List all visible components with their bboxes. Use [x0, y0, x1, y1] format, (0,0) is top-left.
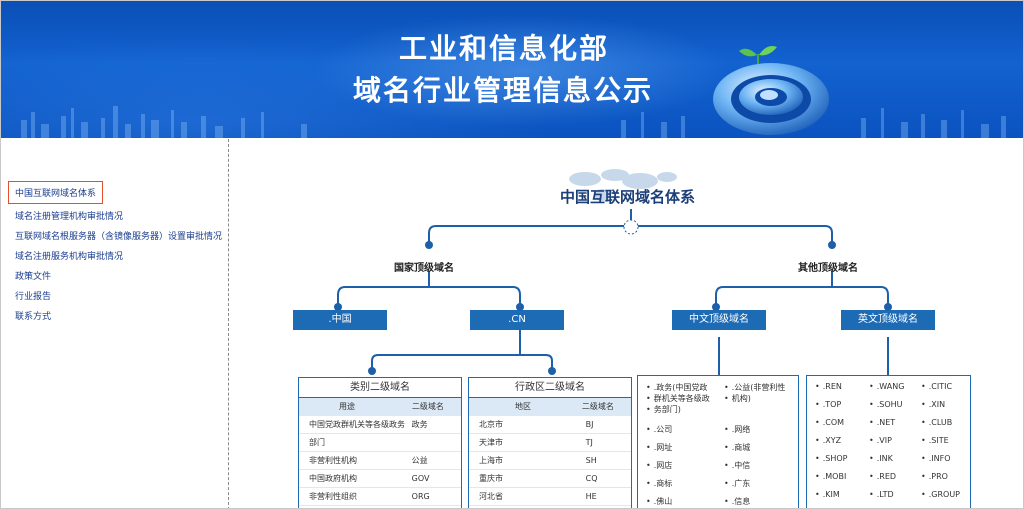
list-item: .SOHU [869, 400, 903, 409]
cn-chinese-tld-box: .中国 [293, 310, 387, 330]
cn-tld-box: .CN [470, 310, 564, 330]
header-banner: 工业和信息化部 域名行业管理信息公示 [1, 1, 1023, 138]
list-item: .INFO [921, 454, 951, 463]
column-header-region: 地区 [515, 402, 531, 411]
list-item: .NET [869, 418, 895, 427]
national-tld-label: 国家顶级域名 [394, 263, 454, 274]
list-item: .KIM [815, 490, 840, 499]
domain-tree-connectors [334, 169, 892, 375]
list-item: .中信 [724, 460, 751, 471]
sidebar-item-contact[interactable]: 联系方式 [15, 312, 52, 322]
chinese-tld-list: .政务(中国党政 群机关等各级政 务部门) .公司 .网址 .网店 .商标 .佛… [637, 375, 799, 508]
sidebar-item-policy-documents[interactable]: 政策文件 [15, 272, 52, 282]
list-item: .公司 [646, 424, 673, 435]
list-item: .TOP [815, 400, 842, 409]
list-item: .网店 [646, 460, 673, 471]
list-item: .VIP [869, 436, 892, 445]
world-map-decoration [569, 169, 677, 201]
banner-glow [1, 1, 1023, 138]
list-item: .网络 [724, 424, 751, 435]
list-item-continuation: 群机关等各级政 [646, 393, 710, 404]
sidebar-item-domain-system[interactable]: 中国互联网域名体系 [8, 181, 104, 204]
column-header-domain: 二级域名 [581, 402, 614, 411]
list-item: .XYZ [815, 436, 841, 445]
other-tld-label: 其他顶级域名 [798, 263, 858, 274]
list-item: .CLUB [921, 418, 953, 427]
list-item: .商标 [646, 478, 673, 489]
table-row: 中国党政群机关等各级政务政务 [299, 416, 461, 434]
list-item: .INK [869, 454, 893, 463]
category-table-header: 用途 二级域名 [299, 398, 461, 416]
chinese-tld-box: 中文顶级域名 [672, 310, 766, 330]
category-second-level-table: 类别二级域名 用途 二级域名 中国党政群机关等各级政务政务 部门 非营利性机构公… [298, 377, 462, 508]
list-item: .商城 [724, 442, 751, 453]
table-row: 部门 [299, 434, 461, 452]
list-item: .REN [815, 382, 842, 391]
at-sign-logo-icon [713, 46, 829, 135]
list-item: .佛山 [646, 496, 673, 507]
list-item: .CITIC [921, 382, 952, 391]
left-sidebar: 中国互联网域名体系 域名注册管理机构审批情况 互联网域名根服务器（含镜像服务器）… [1, 139, 229, 508]
banner-title-portal: 域名行业管理信息公示 [353, 74, 654, 107]
city-skyline-decoration [21, 106, 1006, 138]
list-item: .PRO [921, 472, 948, 481]
list-item: .政务(中国党政 [646, 382, 708, 393]
column-header-domain: 二级域名 [411, 402, 444, 411]
list-item: .LTD [869, 490, 894, 499]
list-item-continuation: 务部门) [646, 404, 681, 415]
list-item: .MOBI [815, 472, 847, 481]
english-tld-list: .REN .TOP .COM .XYZ .SHOP .MOBI .KIM .WA… [806, 375, 971, 508]
list-item: .SHOP [815, 454, 848, 463]
region-table-title: 行政区二级域名 [469, 378, 631, 398]
column-header-usage: 用途 [339, 402, 355, 411]
table-row: 非营利性机构公益 [299, 452, 461, 470]
english-tld-box: 英文顶级域名 [841, 310, 935, 330]
list-item-continuation: 机构) [724, 393, 751, 404]
sidebar-item-industry-reports[interactable]: 行业报告 [15, 292, 52, 302]
diagram-title: 中国互联网域名体系 [560, 188, 696, 206]
list-item: .公益(非营利性 [724, 382, 786, 393]
list-item: .XIN [921, 400, 945, 409]
list-item: .RED [869, 472, 896, 481]
sidebar-item-registrar-approval[interactable]: 域名注册服务机构审批情况 [15, 252, 124, 262]
region-table-header: 地区 二级域名 [469, 398, 631, 416]
list-item: .广东 [724, 478, 751, 489]
list-item: .信息 [724, 496, 751, 507]
banner-title-ministry: 工业和信息化部 [399, 32, 610, 65]
list-item: .SITE [921, 436, 949, 445]
main-content: 中国互联网域名体系 国家顶级域名 其他顶级域名 .中国 .CN 中文顶级域名 英… [230, 139, 1023, 508]
list-item: .网址 [646, 442, 673, 453]
sidebar-item-registry-approval[interactable]: 域名注册管理机构审批情况 [15, 212, 124, 222]
list-item: .WANG [869, 382, 905, 391]
category-table-title: 类别二级域名 [299, 378, 461, 398]
list-item: .COM [815, 418, 844, 427]
sidebar-item-root-server-approval[interactable]: 互联网域名根服务器（含镜像服务器）设置审批情况 [15, 232, 223, 242]
list-item: .GROUP [921, 490, 960, 499]
